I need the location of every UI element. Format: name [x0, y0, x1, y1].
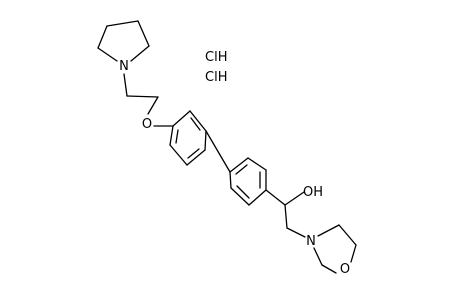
bond [175, 129, 179, 144]
pyrrolidine-ring [97, 20, 150, 62]
bond [236, 185, 250, 199]
bond [284, 191, 305, 206]
atom-label-oh: OH [303, 185, 323, 200]
atom-label-o-morpholine: O [340, 262, 350, 277]
bond [189, 110, 207, 132]
hydroxyethyl-chain [265, 189, 306, 238]
bond [248, 189, 267, 206]
atom-label-n-pyrrolidine: N [119, 59, 129, 74]
bond [317, 224, 340, 237]
phenyl-ring-a [169, 110, 207, 166]
bond [265, 189, 286, 206]
bond [247, 157, 267, 171]
bond [172, 110, 191, 127]
biaryl-bond [205, 130, 231, 173]
bond [97, 47, 118, 62]
bond [126, 95, 159, 98]
bond [169, 144, 188, 166]
bond [169, 125, 174, 146]
bond [284, 204, 288, 229]
bond [321, 264, 337, 274]
bond [147, 96, 159, 115]
phenyl-ring-b [229, 157, 267, 206]
bond [187, 148, 200, 159]
atom-label-o-ether: O [142, 117, 152, 132]
bond [229, 171, 232, 189]
bond [190, 117, 201, 131]
bond [137, 20, 150, 47]
ethoxy-linker [123, 73, 159, 115]
salt-label-2: ClH [205, 70, 227, 85]
bond [204, 130, 207, 151]
bond [230, 187, 250, 206]
atom-label-n-morpholine: N [306, 234, 316, 249]
bond [186, 149, 206, 166]
bond [235, 164, 248, 175]
bond [123, 73, 128, 97]
bond [313, 247, 323, 266]
bond [338, 224, 357, 246]
morpholine-ring [313, 224, 357, 274]
bond [97, 25, 108, 49]
salt-label-1: ClH [205, 50, 227, 65]
bond [106, 20, 139, 27]
bond [350, 244, 357, 263]
bond [286, 227, 306, 238]
bond [130, 45, 150, 62]
bond [229, 157, 249, 173]
